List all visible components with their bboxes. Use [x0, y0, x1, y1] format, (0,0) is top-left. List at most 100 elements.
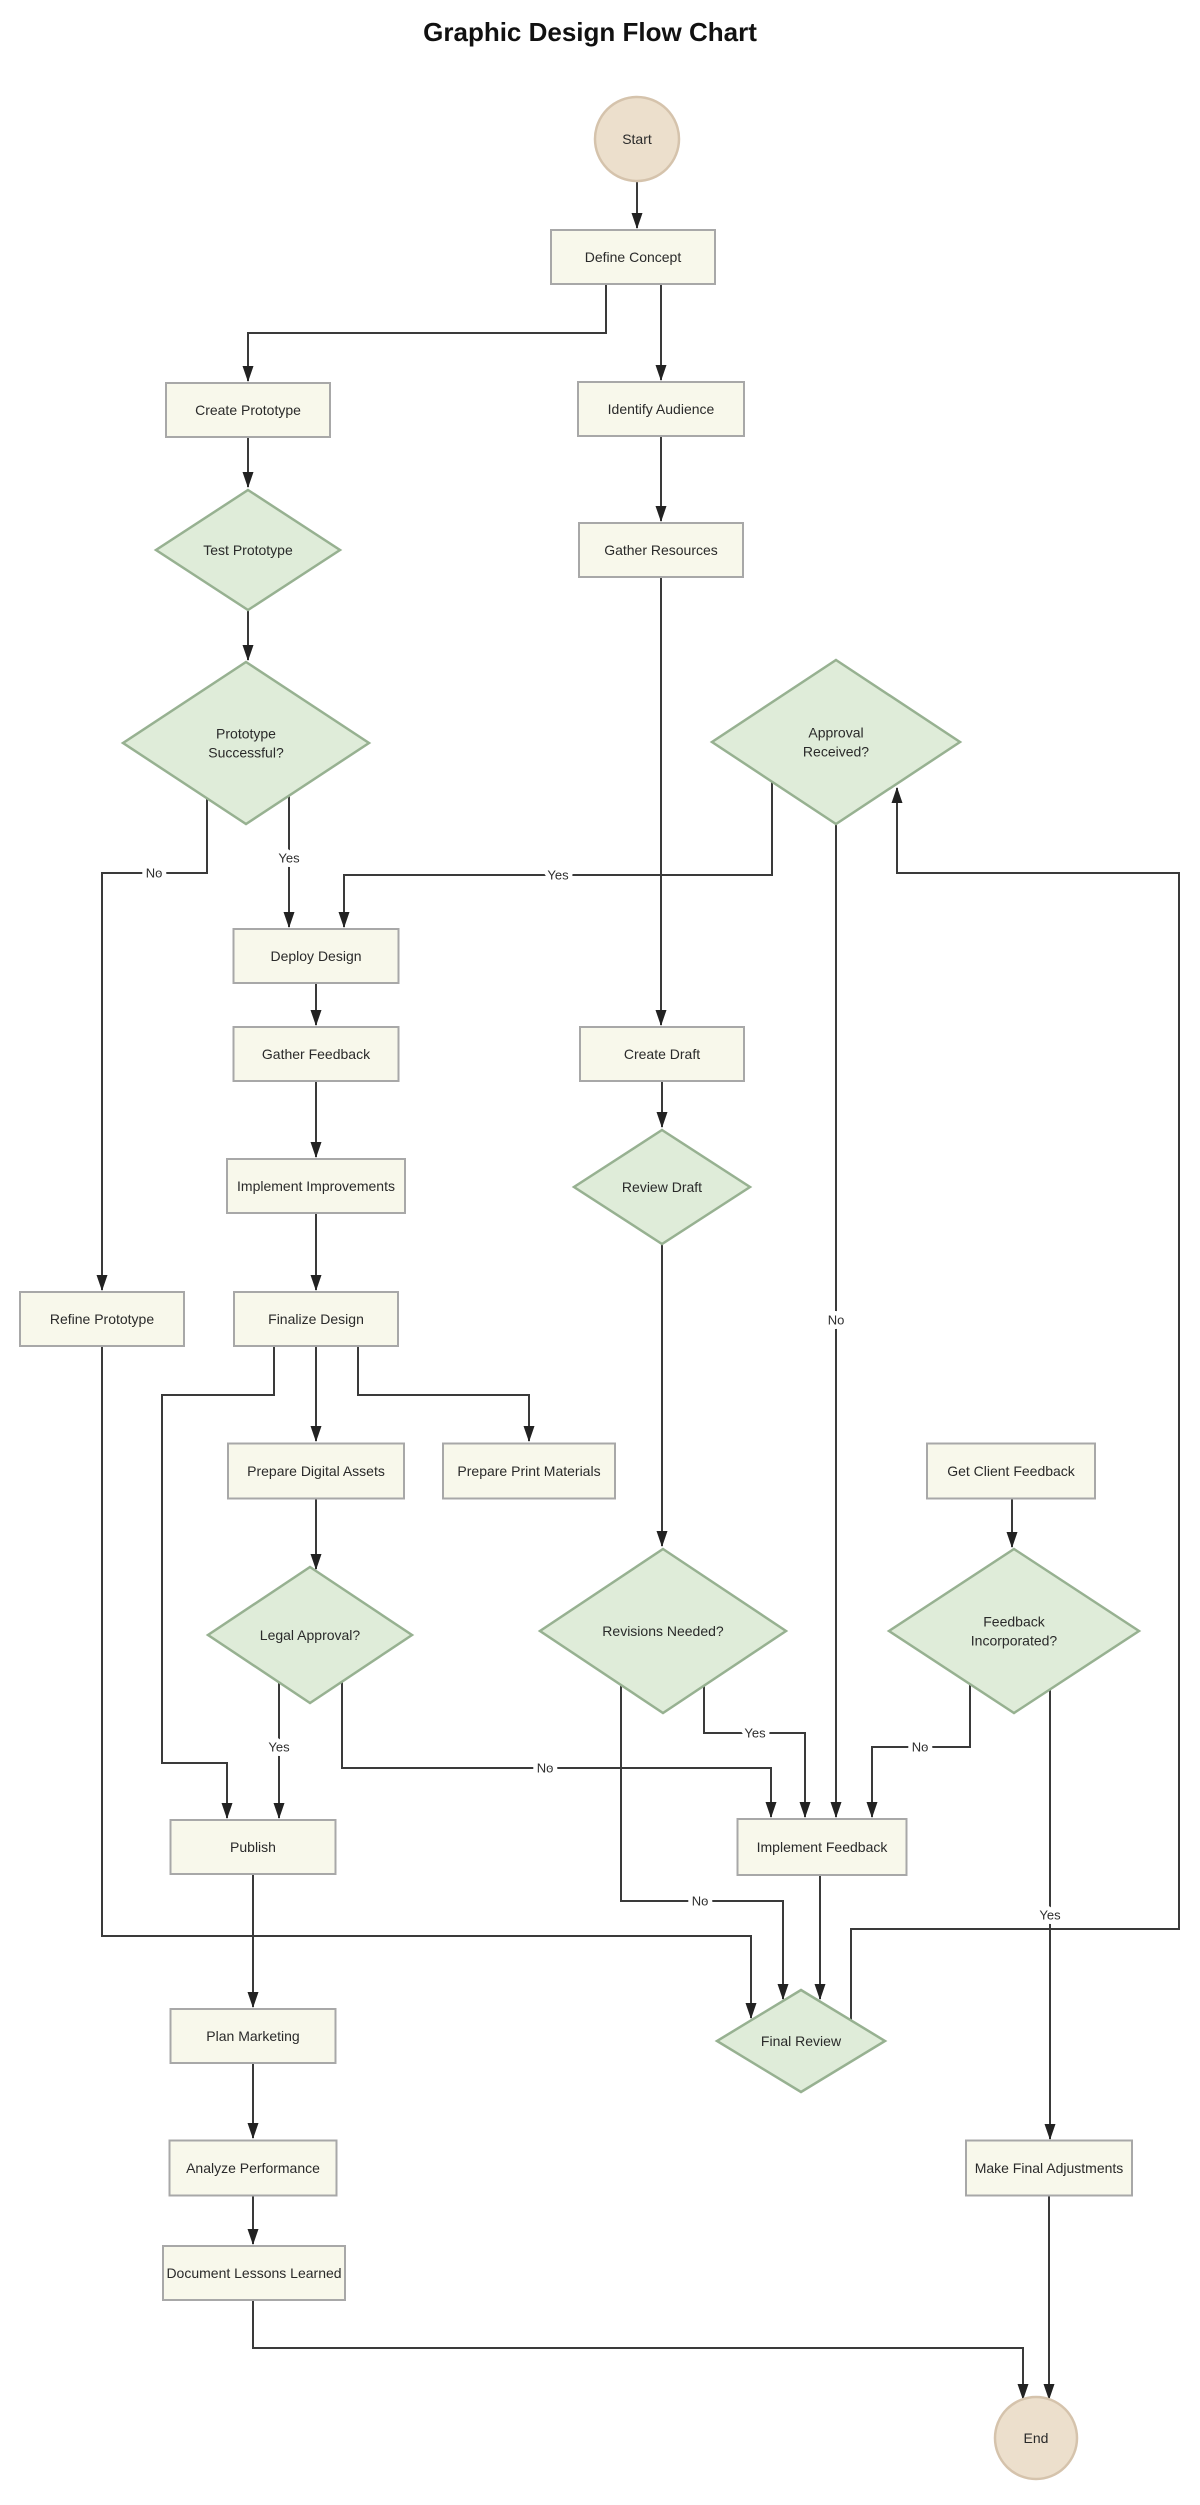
end-circle [993, 2395, 1079, 2481]
final-review-diamond [714, 1988, 888, 2094]
edge-revisions-needed--implement-feedback [703, 1686, 811, 1818]
plan-marketing-box [169, 2008, 337, 2064]
finalize-design-label: Finalize Design [268, 1311, 364, 1327]
identify-audience-label: Identify Audience [608, 401, 715, 417]
create-draft-label: Create Draft [624, 1046, 700, 1062]
edge-refine-prototype--final-review [101, 1346, 757, 2019]
edge-approval-received--deploy-design [338, 782, 773, 928]
edge-document-lessons-learned--end [252, 2300, 1029, 2400]
node-implement-feedback: Implement Feedback [736, 1818, 908, 1876]
node-revisions-needed: Revisions Needed? [537, 1547, 789, 1715]
node-final-review: Final Review [714, 1988, 888, 2094]
node-legal-approval: Legal Approval? [205, 1565, 415, 1705]
node-plan-marketing: Plan Marketing [169, 2008, 337, 2064]
edge-prototype-successful--refine-prototype [96, 798, 208, 1291]
node-document-lessons-learned: Document Lessons Learned [162, 2245, 346, 2301]
node-get-client-feedback: Get Client Feedback [926, 1442, 1096, 1500]
gather-resources-label: Gather Resources [604, 542, 718, 558]
analyze-performance-label: Analyze Performance [186, 2160, 320, 2176]
implement-feedback-label: Implement Feedback [757, 1839, 889, 1855]
edge-label-revisions-needed--implement-feedback: Yes [744, 1726, 766, 1741]
node-create-draft: Create Draft [579, 1026, 745, 1082]
edge-feedback-incorporated--implement-feedback [866, 1684, 971, 1818]
revisions-needed-diamond [537, 1547, 789, 1715]
prepare-digital-assets-box [227, 1442, 405, 1500]
implement-improvements-box [226, 1158, 406, 1214]
page-title: Graphic Design Flow Chart [423, 17, 757, 47]
plan-marketing-label: Plan Marketing [206, 2028, 299, 2044]
implement-improvements-label: Implement Improvements [237, 1178, 395, 1194]
edge-label-legal-approval--publish: Yes [268, 1740, 290, 1755]
legal-approval-label: Legal Approval? [260, 1627, 361, 1643]
edge-revisions-needed--final-review [620, 1685, 789, 2000]
document-lessons-learned-box [162, 2245, 346, 2301]
node-deploy-design: Deploy Design [232, 928, 400, 984]
create-prototype-label: Create Prototype [195, 402, 301, 418]
final-review-label: Final Review [761, 2033, 842, 2049]
node-identify-audience: Identify Audience [577, 381, 745, 437]
document-lessons-learned-label: Document Lessons Learned [166, 2265, 341, 2281]
gather-feedback-label: Gather Feedback [262, 1046, 371, 1062]
node-end: End [993, 2395, 1079, 2481]
edge-label-prototype-successful--refine-prototype: No [146, 866, 163, 881]
review-draft-label: Review Draft [622, 1179, 702, 1195]
edge-label-approval-received--implement-feedback: No [828, 1313, 845, 1328]
edge-label-revisions-needed--final-review: No [692, 1894, 709, 1909]
node-gather-feedback: Gather Feedback [232, 1026, 400, 1082]
node-prepare-digital-assets: Prepare Digital Assets [227, 1442, 405, 1500]
get-client-feedback-label: Get Client Feedback [947, 1463, 1076, 1479]
prepare-print-materials-box [442, 1442, 616, 1500]
node-make-final-adjustments: Make Final Adjustments [965, 2139, 1133, 2197]
prepare-digital-assets-label: Prepare Digital Assets [247, 1463, 385, 1479]
identify-audience-box [577, 381, 745, 437]
node-review-draft: Review Draft [571, 1128, 753, 1246]
edge-final-review--approval-received [850, 787, 1180, 2020]
edge-label-prototype-successful--deploy-design: Yes [278, 851, 300, 866]
publish-label: Publish [230, 1839, 276, 1855]
make-final-adjustments-box [965, 2139, 1133, 2197]
define-concept-label: Define Concept [585, 249, 682, 265]
end-label: End [1024, 2430, 1049, 2446]
node-publish: Publish [169, 1819, 337, 1875]
deploy-design-label: Deploy Design [270, 948, 361, 964]
edge-legal-approval--implement-feedback [341, 1682, 777, 1818]
edge-label-approval-received--deploy-design: Yes [547, 868, 569, 883]
finalize-design-box [233, 1291, 399, 1347]
implement-feedback-box [736, 1818, 908, 1876]
node-implement-improvements: Implement Improvements [226, 1158, 406, 1214]
node-finalize-design: Finalize Design [233, 1291, 399, 1347]
edge-label-feedback-incorporated--implement-feedback: No [912, 1740, 929, 1755]
edge-label-legal-approval--implement-feedback: No [537, 1761, 554, 1776]
gather-resources-box [578, 522, 744, 578]
node-create-prototype: Create Prototype [165, 382, 331, 438]
create-draft-box [579, 1026, 745, 1082]
gather-feedback-box [232, 1026, 400, 1082]
legal-approval-diamond [205, 1565, 415, 1705]
deploy-design-box [232, 928, 400, 984]
edges-layer [96, 181, 1180, 2400]
refine-prototype-box [19, 1291, 185, 1347]
test-prototype-diamond [153, 488, 343, 612]
edge-define-concept--create-prototype [242, 284, 607, 382]
edge-finalize-design--publish [161, 1346, 275, 1819]
revisions-needed-label: Revisions Needed? [602, 1623, 724, 1639]
edge-label-feedback-incorporated--make-final-adjustments: Yes [1039, 1908, 1061, 1923]
edge-finalize-design--prepare-print-materials [357, 1346, 535, 1442]
get-client-feedback-box [926, 1442, 1096, 1500]
test-prototype-label: Test Prototype [203, 542, 293, 558]
approval-received-diamond [709, 658, 963, 826]
analyze-performance-box [168, 2139, 338, 2197]
prototype-successful-diamond [120, 660, 372, 826]
make-final-adjustments-label: Make Final Adjustments [975, 2160, 1124, 2176]
node-prepare-print-materials: Prepare Print Materials [442, 1442, 616, 1500]
feedback-incorporated-diamond [886, 1547, 1142, 1715]
